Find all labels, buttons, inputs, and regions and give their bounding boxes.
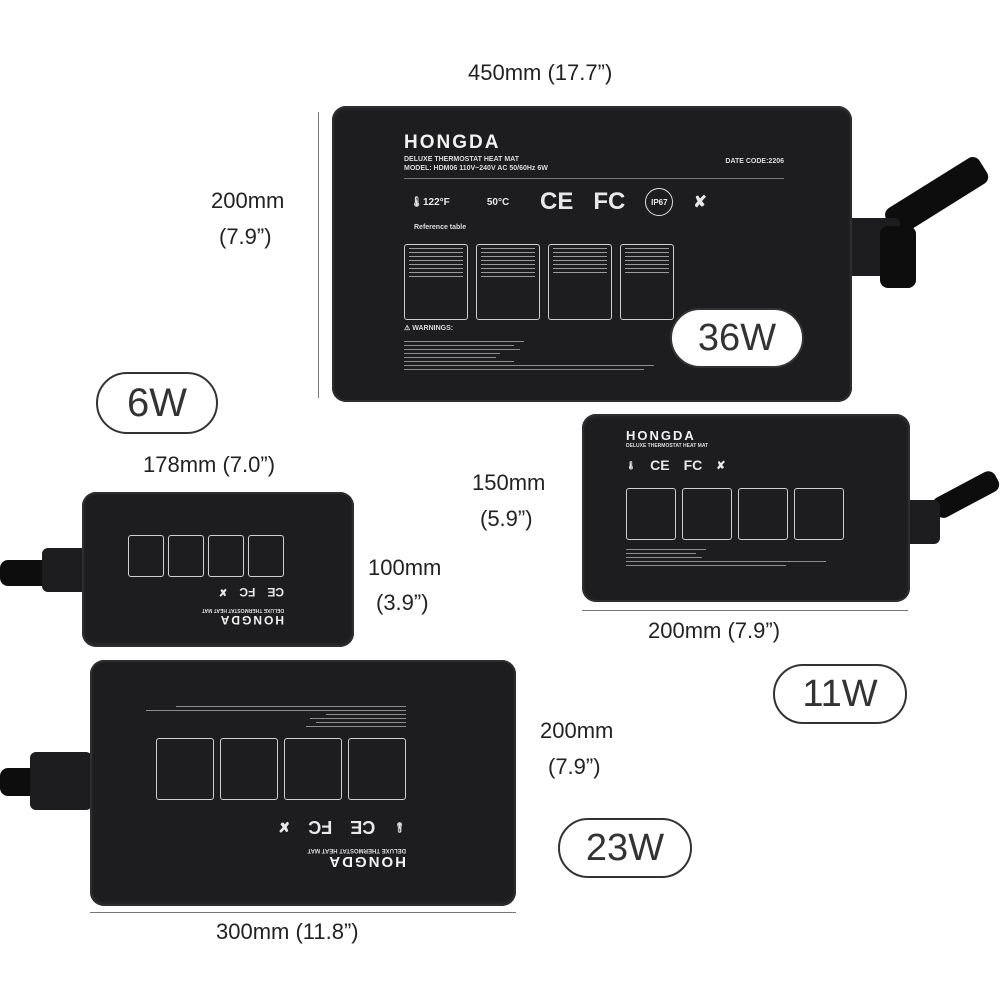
m23-cert-row: 🌡 CE FC ✘ [106,816,406,837]
m6-height-in-label: (3.9”) [376,590,429,615]
m11-brand-logo: HONGDA [626,428,696,443]
m36-cert-row: 🌡122°F 50°C CE FC IP67 ✘ [404,184,784,220]
m36-date-code: DATE CODE:2206 [725,158,784,165]
m36-table-3 [548,244,612,320]
m23-height-mm-label: 200mm [540,718,614,743]
m11-table-1 [626,488,676,540]
m36-warnings-title: ⚠ WARNINGS: [404,325,454,332]
m11-height-in-label: (5.9”) [480,506,533,531]
m36-wattage-badge: 36W [670,308,804,368]
m23-brand-logo: HONGDA [327,853,406,870]
m6-table-3 [168,535,204,577]
m23-table-1 [348,738,406,800]
m36-reference-table-title: Reference table [414,224,467,231]
fcc-mark-icon: FC [239,585,256,599]
m36-product-name: DELUXE THERMOSTAT HEAT MAT [404,156,519,163]
m23-label: HONGDA DELUXE THERMOSTAT HEAT MAT 🌡 CE F… [106,670,406,870]
m11-table-2 [682,488,732,540]
m36-height-mm-label: 200mm [211,188,285,213]
m6-heat-mat: HONGDA DELUXE THERMOSTAT HEAT MAT CE FC … [82,492,354,647]
fcc-mark-icon: FC [308,817,333,837]
m6-table-2 [208,535,244,577]
m23-product-name: DELUXE THERMOSTAT HEAT MAT [307,847,406,853]
thermometer-icon: 🌡 [626,460,637,470]
thermometer-icon-2: 50°C [486,196,510,208]
m23-heat-mat: HONGDA DELUXE THERMOSTAT HEAT MAT 🌡 CE F… [90,660,516,906]
m23-wattage-badge: 23W [558,818,692,878]
m11-table-4 [794,488,844,540]
m11-heat-mat: HONGDA DELUXE THERMOSTAT HEAT MAT 🌡 CE F… [582,414,910,602]
m36-divider [404,178,784,179]
m11-height-mm-label: 150mm [472,470,546,495]
m6-table-1 [248,535,284,577]
m36-table-4 [620,244,674,320]
thermometer-icon: 🌡122°F [410,196,450,208]
m36-table-2 [476,244,540,320]
fcc-mark-icon: FC [593,188,626,215]
m36-model-line: MODEL: HDM06 110V~240V AC 50/60Hz 6W [404,165,548,172]
ce-mark-icon: CE [650,457,670,473]
weee-bin-icon: ✘ [716,459,726,472]
thermometer-icon: 🌡 [393,821,406,832]
m36-height-in-label: (7.9”) [219,224,272,249]
m11-product-name: DELUXE THERMOSTAT HEAT MAT [626,443,709,449]
m36-height-guide [318,112,319,398]
m11-wattage-badge: 11W [773,664,907,724]
fcc-mark-icon: FC [683,457,703,473]
m6-wattage-badge: 6W [96,372,218,434]
m6-brand-logo: HONGDA [218,613,284,627]
m23-connector-tab [30,752,92,810]
m11-label: HONGDA DELUXE THERMOSTAT HEAT MAT 🌡 CE F… [626,428,854,593]
m36-connector-plug [880,226,916,288]
m36-brand-logo: HONGDA [404,132,501,153]
m23-table-3 [220,738,278,800]
m36-warnings-text [404,338,654,373]
m23-width-guide [90,912,516,913]
m6-table-4 [128,535,164,577]
m11-cert-row: 🌡 CE FC ✘ [626,457,854,473]
m36-table-1 [404,244,468,320]
m23-width-label: 300mm (11.8”) [216,919,359,944]
m36-width-label: 450mm (17.7”) [468,60,613,85]
ce-mark-icon: CE [350,817,376,837]
m23-table-4 [156,738,214,800]
weee-bin-icon: ✘ [218,586,228,598]
weee-bin-icon: ✘ [693,194,707,211]
ce-mark-icon: CE [540,188,574,215]
m6-height-mm-label: 100mm [368,555,442,580]
ip-rating-icon: IP67 [645,188,674,216]
m36-label: HONGDA DELUXE THERMOSTAT HEAT MAT MODEL:… [404,132,784,382]
m11-cable [929,468,1000,521]
m23-height-in-label: (7.9”) [548,754,601,779]
m6-product-name: DELUXE THERMOSTAT HEAT MAT [201,607,284,613]
m23-table-2 [284,738,342,800]
m6-label: HONGDA DELUXE THERMOSTAT HEAT MAT CE FC … [124,517,284,627]
m11-width-label: 200mm (7.9”) [648,618,781,643]
m6-width-label: 178mm (7.0”) [143,452,276,477]
m11-warnings-text [626,546,826,569]
m6-cert-row: CE FC ✘ [124,585,284,599]
m11-width-guide [582,610,908,611]
m23-warnings-text [146,703,406,730]
weee-bin-icon: ✘ [278,819,291,835]
m11-table-3 [738,488,788,540]
ce-mark-icon: CE [267,585,284,599]
